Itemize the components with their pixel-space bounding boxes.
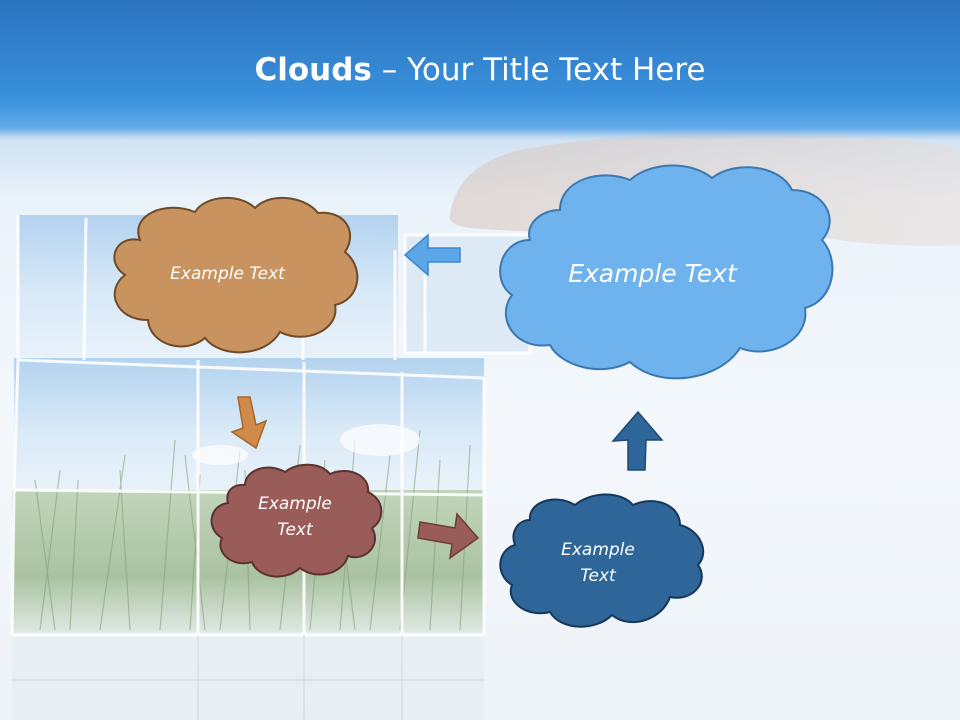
arrow-down-icon bbox=[230, 396, 268, 450]
cloud-brown-label: Example Text bbox=[170, 264, 285, 284]
slide-title-rest: – Your Title Text Here bbox=[371, 52, 706, 88]
cloud-darkblue-label: Example Text bbox=[561, 540, 635, 586]
arrow-right-icon bbox=[417, 512, 480, 560]
cloud-shape-maroon bbox=[210, 463, 383, 578]
arrow-up-icon bbox=[611, 410, 664, 471]
cloud-maroon-label: Example Text bbox=[258, 494, 332, 540]
arrow-left-icon bbox=[403, 233, 461, 277]
slide-title: Clouds – Your Title Text Here bbox=[0, 52, 960, 88]
cloud-shape-lightblue bbox=[499, 164, 834, 380]
cloud-lightblue-label: Example Text bbox=[568, 259, 737, 288]
title-bar bbox=[0, 0, 960, 140]
slide-title-bold: Clouds bbox=[254, 52, 372, 88]
cloud-shape-brown bbox=[113, 196, 359, 354]
cloud-shape-darkblue bbox=[499, 493, 705, 628]
